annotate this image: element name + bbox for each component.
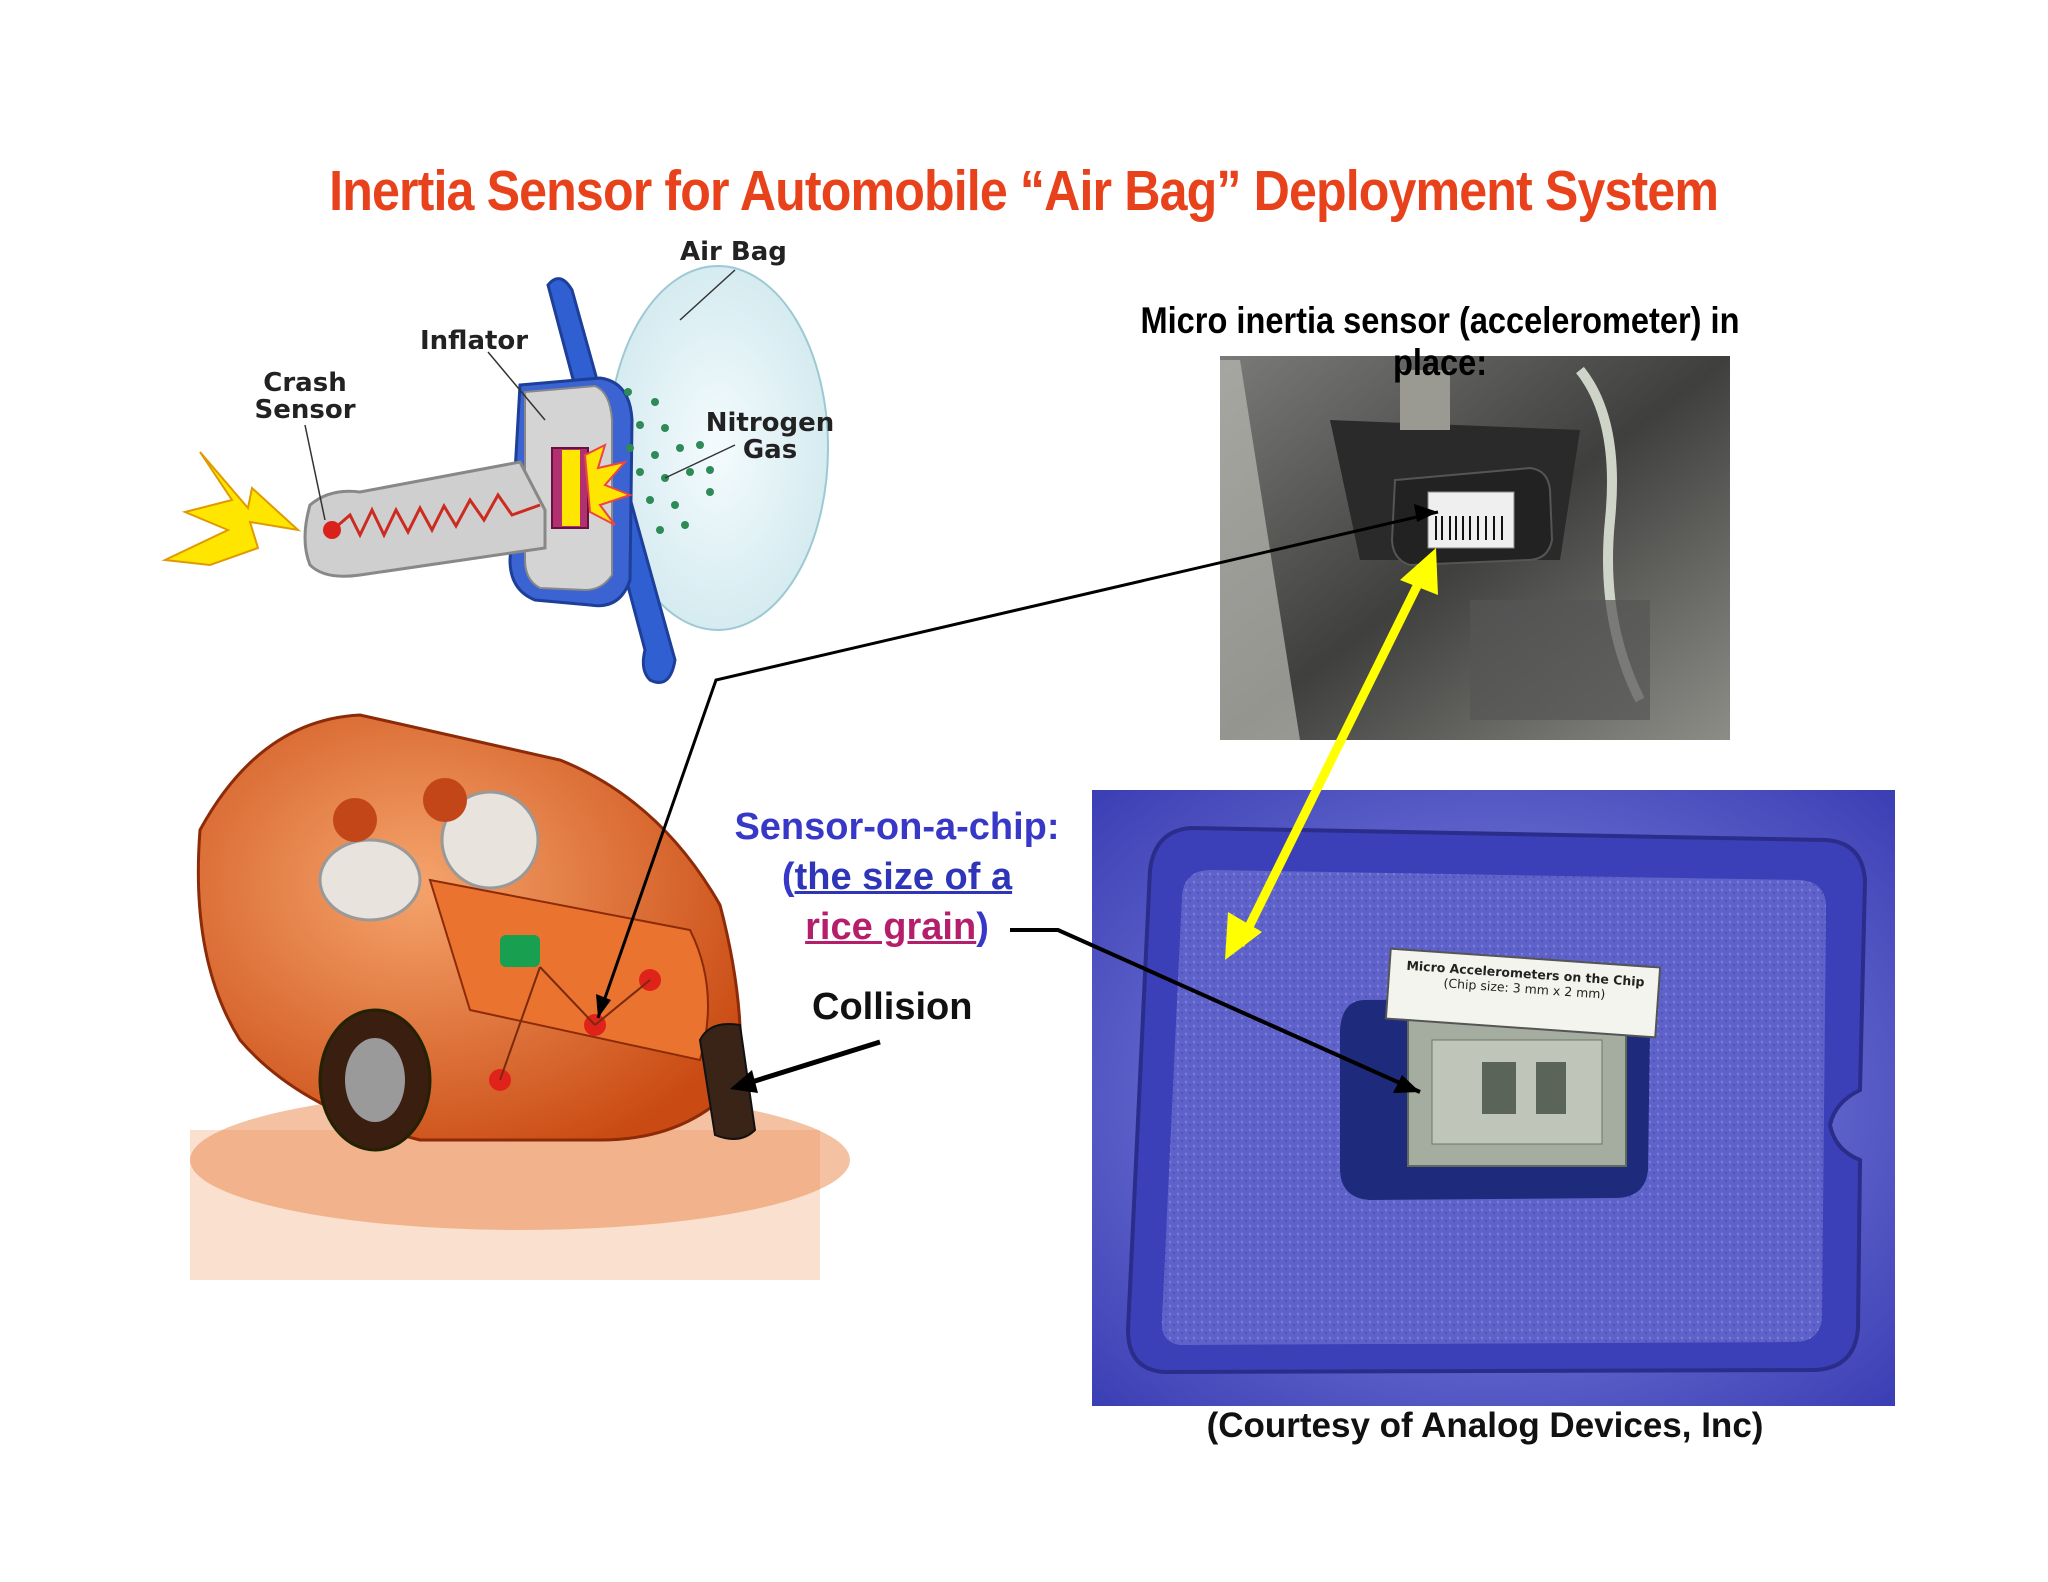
rice-to-chip-arrow — [1010, 928, 1421, 1094]
air-bag-label: Air Bag — [680, 237, 787, 267]
driver-airbag — [440, 790, 540, 890]
crash-sensor-dot — [323, 521, 341, 539]
car-illustration — [190, 713, 850, 1280]
collision-arrow — [741, 1039, 881, 1088]
inflator-leader — [487, 351, 546, 421]
chip-caption-line3: rice grain) — [712, 902, 1082, 952]
car-to-sensor-arrow — [596, 510, 1439, 1019]
crash-sensor-label-line1: Crash — [263, 368, 347, 398]
crash-sensor-label: Crash Sensor — [250, 370, 360, 424]
chip-label-card — [1384, 947, 1662, 1039]
chip-caption-line1: Sensor-on-a-chip: — [734, 806, 1060, 848]
spark-shape — [583, 443, 633, 526]
paren-open: ( — [781, 856, 795, 898]
crash-sensor-label-line2: Sensor — [254, 395, 356, 425]
passenger-airbag — [318, 838, 422, 922]
nitrogen-gas-label-line2: Gas — [742, 435, 798, 465]
airbag-diagram — [161, 265, 829, 684]
nitrogen-leader — [664, 444, 736, 479]
collision-post — [698, 1023, 757, 1140]
connector-arrows — [596, 504, 1439, 1094]
crash-sensor-leader — [304, 424, 326, 521]
inflator-label: Inflator — [420, 326, 529, 356]
chip-caption-line2: (the size of a — [712, 852, 1082, 902]
slide-title: Inertia Sensor for Automobile “Air Bag” … — [329, 159, 1719, 223]
spring-zigzag — [334, 492, 541, 539]
chip-caption: Sensor-on-a-chip: (the size of a rice gr… — [712, 802, 1082, 952]
courtesy-credit: (Courtesy of Analog Devices, Inc) — [1206, 1406, 1764, 1445]
nitrogen-gas-label: Nitrogen Gas — [700, 410, 840, 464]
chip-package-photo — [1092, 790, 1895, 1406]
rice-grain-link[interactable]: rice grain — [805, 906, 977, 948]
car-hood — [428, 878, 709, 1062]
sensor-photo-caption: Micro inertia sensor (accelerometer) in … — [1140, 300, 1740, 383]
photo-to-chip-arrow — [1235, 578, 1425, 947]
collision-label: Collision — [812, 986, 973, 1028]
wiring — [499, 966, 651, 1081]
nitrogen-gas-label-line1: Nitrogen — [705, 408, 835, 438]
size-link[interactable]: the size of a — [794, 856, 1013, 898]
engine-bay-photo — [1220, 356, 1730, 740]
air-bag-leader — [679, 269, 736, 321]
lightning-bolt-icon — [161, 451, 302, 567]
nitrogen-gas-dots — [624, 388, 714, 534]
green-module — [500, 935, 540, 967]
paren-close: ) — [976, 906, 989, 948]
